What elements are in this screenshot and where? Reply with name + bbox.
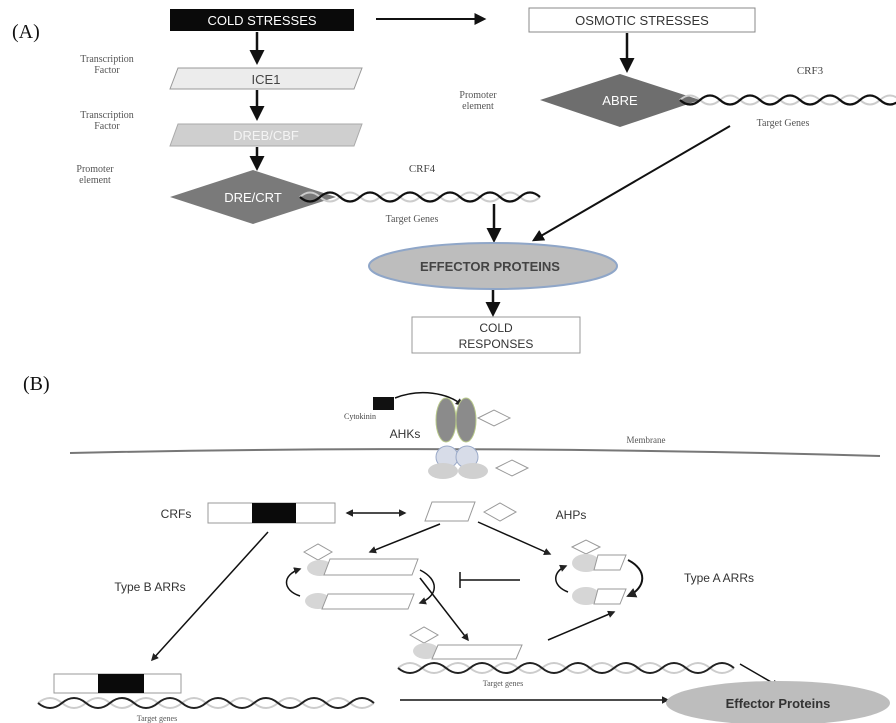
- arrow-crf3-to-effector: [531, 125, 731, 242]
- ahk-domain-lower-left: [428, 463, 458, 479]
- ahk-phosphate-lower: [494, 459, 530, 477]
- ahk-receptor-right: [455, 397, 477, 443]
- type-a-cycle-arrow-left: [555, 564, 569, 593]
- type-b-cycle-arrow: [285, 567, 302, 597]
- ahp-box: [424, 501, 476, 522]
- target-phosphate: [408, 626, 440, 644]
- ahks-label: AHKs: [390, 427, 421, 441]
- effector-proteins-b-ellipse: [666, 681, 890, 723]
- ahk-phosphate-upper: [476, 409, 512, 427]
- tf-label-1-line2: Factor: [94, 65, 120, 76]
- type-b-arrs-label: Type B ARRs: [114, 580, 185, 594]
- dna-helix-right: [679, 94, 896, 106]
- osmotic-stresses-box: [528, 7, 756, 33]
- type-a-arrs-label: Type A ARRs: [684, 571, 754, 585]
- type-a-phosphate: [570, 539, 602, 555]
- target-arr-box: [431, 644, 523, 660]
- abre-label: ABRE: [602, 93, 638, 108]
- target-genes-b-right-label: Target genes: [483, 679, 523, 688]
- target-genes-left-label: Target Genes: [386, 214, 439, 225]
- dre-crt-diamond: [170, 170, 336, 224]
- type-a-cycle-arrow-right: [626, 559, 644, 598]
- type-b-phosphate: [302, 543, 334, 561]
- ahk-domain-lower-right: [458, 463, 488, 479]
- effector-proteins-label: EFFECTOR PROTEINS: [420, 259, 560, 274]
- abre-diamond: [540, 74, 700, 127]
- crf4-label: CRF4: [409, 163, 436, 175]
- effector-proteins-ellipse: [368, 242, 618, 290]
- dna-helix-left: [299, 191, 541, 203]
- cytokinin-box: [373, 397, 394, 410]
- type-a-arr-box-upper: [593, 554, 627, 571]
- arrow-cytokinin-to-ahk: [394, 391, 464, 406]
- cytokinin-label: Cytokinin: [344, 412, 376, 421]
- ice1-label: ICE1: [252, 72, 281, 87]
- target-arr-domain: [413, 643, 439, 659]
- left-gene-domain: [98, 674, 144, 693]
- promoter-left-line2: element: [79, 175, 111, 186]
- dreb-cbf-label: DREB/CBF: [233, 128, 299, 143]
- cold-responses-line2: RESPONSES: [459, 337, 534, 351]
- arrow-ahp-to-typea: [477, 521, 552, 555]
- type-a-arr-domain-upper: [572, 554, 600, 572]
- promoter-right-line2: element: [462, 101, 494, 112]
- cold-stresses-label: COLD STRESSES: [207, 13, 316, 28]
- type-b-cycle-arrow-right: [418, 569, 435, 605]
- osmotic-stresses-label: OSMOTIC STRESSES: [575, 13, 709, 28]
- type-b-arr-box-lower: [321, 593, 415, 610]
- membrane-label: Membrane: [627, 435, 666, 445]
- dna-helix-b-right: [397, 662, 735, 674]
- tf-label-1-line1: Transcription: [80, 54, 134, 65]
- promoter-left-line1: Promoter: [76, 164, 114, 175]
- dna-helix-b-left: [37, 697, 375, 709]
- dreb-cbf-box: [169, 123, 363, 147]
- ahps-label: AHPs: [556, 508, 587, 522]
- arrow-target-to-typea: [547, 610, 616, 641]
- promoter-right-line1: Promoter: [459, 90, 497, 101]
- arrow-ahp-to-typeb: [368, 523, 441, 554]
- effector-proteins-b-label: Effector Proteins: [726, 696, 831, 711]
- cold-responses-line1: COLD: [479, 321, 513, 335]
- tf-label-2-line1: Transcription: [80, 110, 134, 121]
- crfs-label: CRFs: [161, 507, 192, 521]
- cold-responses-box: [411, 316, 581, 354]
- tf-label-2-line2: Factor: [94, 121, 120, 132]
- type-a-arr-box-lower: [593, 588, 627, 605]
- target-genes-right-label: Target Genes: [757, 118, 810, 129]
- panel-b-label: (B): [23, 373, 50, 395]
- dre-crt-label: DRE/CRT: [224, 190, 282, 205]
- cold-stresses-box: [170, 9, 354, 31]
- crf3-label: CRF3: [797, 65, 824, 77]
- ahk-receptor-left: [435, 397, 457, 443]
- ice1-box: [169, 67, 363, 90]
- crf-gene-domain: [252, 503, 296, 523]
- ahp-phosphate: [482, 502, 518, 522]
- arrow-typeb-to-target: [419, 577, 469, 642]
- target-genes-b-left-label: Target genes: [137, 714, 177, 723]
- type-b-arr-box-upper: [323, 558, 419, 576]
- type-a-arr-domain-lower: [572, 587, 600, 605]
- panel-a-label: (A): [12, 21, 40, 43]
- arrow-crf-to-left-gene: [150, 531, 269, 662]
